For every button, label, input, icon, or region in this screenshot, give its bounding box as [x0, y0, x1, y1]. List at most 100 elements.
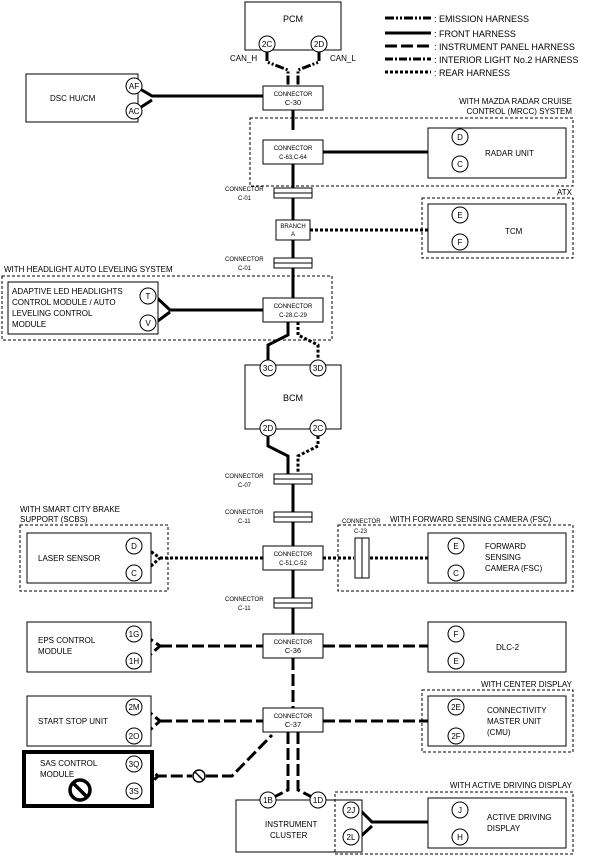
wire-add-a — [358, 808, 440, 824]
legend-front-label: : FRONT HARNESS — [434, 29, 516, 39]
tcm-pin-e — [451, 206, 469, 224]
fsc-group: WITH FORWARD SENSING CAMERA (FSC) CONNEC… — [337, 515, 574, 592]
add-line2: DISPLAY — [487, 824, 521, 833]
mrcc-title-line1: WITH MAZDA RADAR CRUISE — [459, 97, 572, 106]
bcm-pin-2d — [259, 419, 277, 437]
connector-c63-line1: CONNECTOR — [274, 146, 313, 152]
wire-bcm-2c — [296, 436, 320, 474]
pcm-pin-2c-label: 2C — [262, 40, 272, 49]
bcm-pin-2c — [309, 419, 327, 437]
tcm-pin-f — [451, 233, 469, 251]
legend-rear-label: : REAR HARNESS — [434, 68, 510, 78]
cmu-line3: (CMU) — [487, 728, 511, 737]
fsc-line3: CAMERA (FSC) — [485, 564, 543, 573]
headlight-pin-t — [139, 287, 157, 305]
headlight-pin-v-label: V — [145, 319, 151, 328]
bcm-pin-3c — [259, 359, 277, 377]
dsc-label: DSC HU/CM — [50, 94, 96, 103]
cmu-pin-2e-label: 2E — [451, 703, 461, 712]
connector-c30-line1: CONNECTOR — [274, 92, 313, 98]
dlc-pin-e — [447, 652, 465, 670]
atx-title: ATX — [557, 188, 573, 197]
branch-a-line1: BRANCH — [280, 224, 305, 230]
laser-pin-c — [125, 564, 143, 582]
sas-pin-3s — [125, 782, 143, 800]
scbs-group: WITH SMART CITY BRAKE SUPPORT (SCBS) LAS… — [19, 505, 169, 592]
connector-c01-upper: CONNECTOR C-01 — [225, 187, 313, 202]
connector-c11-upper: CONNECTOR C-11 — [225, 510, 313, 525]
connector-c07-line2: C-07 — [238, 483, 252, 489]
connector-c28-line2: C-28,C-29 — [279, 313, 307, 319]
connector-c63-line2: C-63,C-64 — [279, 155, 307, 161]
headlight-line3: LEVELING CONTROL — [12, 309, 93, 318]
eps-pin-1g — [125, 625, 143, 643]
start-stop-pin-2m-label: 2M — [128, 703, 139, 712]
cluster-pin-1d — [309, 791, 327, 809]
connector-c51: CONNECTOR C-51,C-52 — [262, 545, 324, 571]
headlight-group: WITH HEADLIGHT AUTO LEVELING SYSTEM ADAP… — [1, 265, 333, 341]
cluster-box — [235, 799, 363, 853]
cmu-title: WITH CENTER DISPLAY — [481, 680, 573, 689]
headlight-title: WITH HEADLIGHT AUTO LEVELING SYSTEM — [4, 265, 173, 274]
scbs-title-line1: WITH SMART CITY BRAKE — [20, 505, 120, 514]
connector-c28-line1: CONNECTOR — [274, 304, 313, 310]
legend-emission-label: : EMISSION HARNESS — [434, 14, 529, 24]
atx-dashed-box — [421, 197, 574, 259]
fsc-pin-e — [447, 537, 465, 555]
dsc-module: DSC HU/CM AF AC — [25, 73, 143, 123]
cluster-line2: CLUSTER — [270, 831, 308, 840]
start-stop-module: START STOP UNIT 2M 2O — [26, 695, 152, 747]
connector-c01a-line2: C-01 — [238, 196, 252, 202]
headlight-line4: MODULE — [12, 320, 46, 329]
radar-box — [427, 127, 567, 179]
connector-c51-line2: C-51,C-52 — [279, 561, 307, 567]
start-stop-label: START STOP UNIT — [38, 717, 108, 726]
wire-to-bcm-3d — [296, 322, 320, 360]
bcm-pin-3d — [309, 359, 327, 377]
wire-pcm-can-l — [296, 52, 321, 86]
bcm-box — [244, 364, 342, 430]
radar-pin-d-label: D — [457, 133, 463, 142]
laser-sensor-label: LASER SENSOR — [38, 554, 100, 563]
connector-c01a-line1: CONNECTOR — [225, 187, 264, 193]
radar-label: RADAR UNIT — [485, 149, 534, 158]
start-stop-pin-2o-label: 2O — [129, 732, 140, 741]
connector-c36-line1: CONNECTOR — [274, 640, 313, 646]
connector-c37-box — [262, 707, 324, 733]
dsc-pin-af-label: AF — [129, 82, 139, 91]
tcm-pin-f-label: F — [458, 238, 463, 247]
add-group: WITH ACTIVE DRIVING DISPLAY 2J 2L ACTIVE… — [334, 781, 574, 855]
add-title: WITH ACTIVE DRIVING DISPLAY — [450, 781, 573, 790]
cmu-dashed-box — [421, 689, 574, 753]
cluster-pin-2l — [342, 828, 360, 846]
dsc-box — [25, 73, 139, 123]
sas-pin-3q-label: 3Q — [129, 760, 140, 769]
instrument-cluster: INSTRUMENT CLUSTER 1B 1D — [235, 791, 363, 853]
cluster-pin-2l-label: 2L — [347, 833, 356, 842]
add-pin-j-label: J — [458, 806, 462, 815]
headlight-dashed-box — [1, 275, 333, 341]
eps-pin-1h-label: 1H — [129, 657, 139, 666]
add-pin-h — [451, 828, 469, 846]
dsc-pin-ac-label: AC — [128, 107, 139, 116]
radar-pin-c-label: C — [457, 160, 463, 169]
tcm-label: TCM — [505, 227, 523, 236]
eps-module: EPS CONTROL MODULE 1G 1H — [26, 621, 152, 673]
bcm-pin-3d-label: 3D — [313, 364, 323, 373]
prohibited-small-icon — [192, 769, 206, 783]
cmu-pin-2f-label: 2F — [451, 732, 460, 741]
cmu-pin-2e — [447, 698, 465, 716]
dlc-label: DLC-2 — [496, 643, 520, 652]
mrcc-group: WITH MAZDA RADAR CRUISE CONTROL (MRCC) S… — [249, 97, 574, 187]
branch-a-line2: A — [291, 232, 295, 238]
connector-c28: CONNECTOR C-28,C-29 — [262, 297, 324, 323]
bcm-pin-3c-label: 3C — [263, 364, 273, 373]
pcm-pin-2d-label: 2D — [314, 40, 324, 49]
connector-c11b-line2: C-11 — [238, 606, 251, 612]
radar-pin-c — [451, 155, 469, 173]
wire-dsc-af — [134, 84, 263, 98]
connector-c11a-line2: C-11 — [238, 519, 251, 525]
add-pin-h-label: H — [457, 833, 463, 842]
wire-to-cluster-1d — [296, 732, 319, 802]
add-line1: ACTIVE DRIVING — [487, 813, 551, 822]
